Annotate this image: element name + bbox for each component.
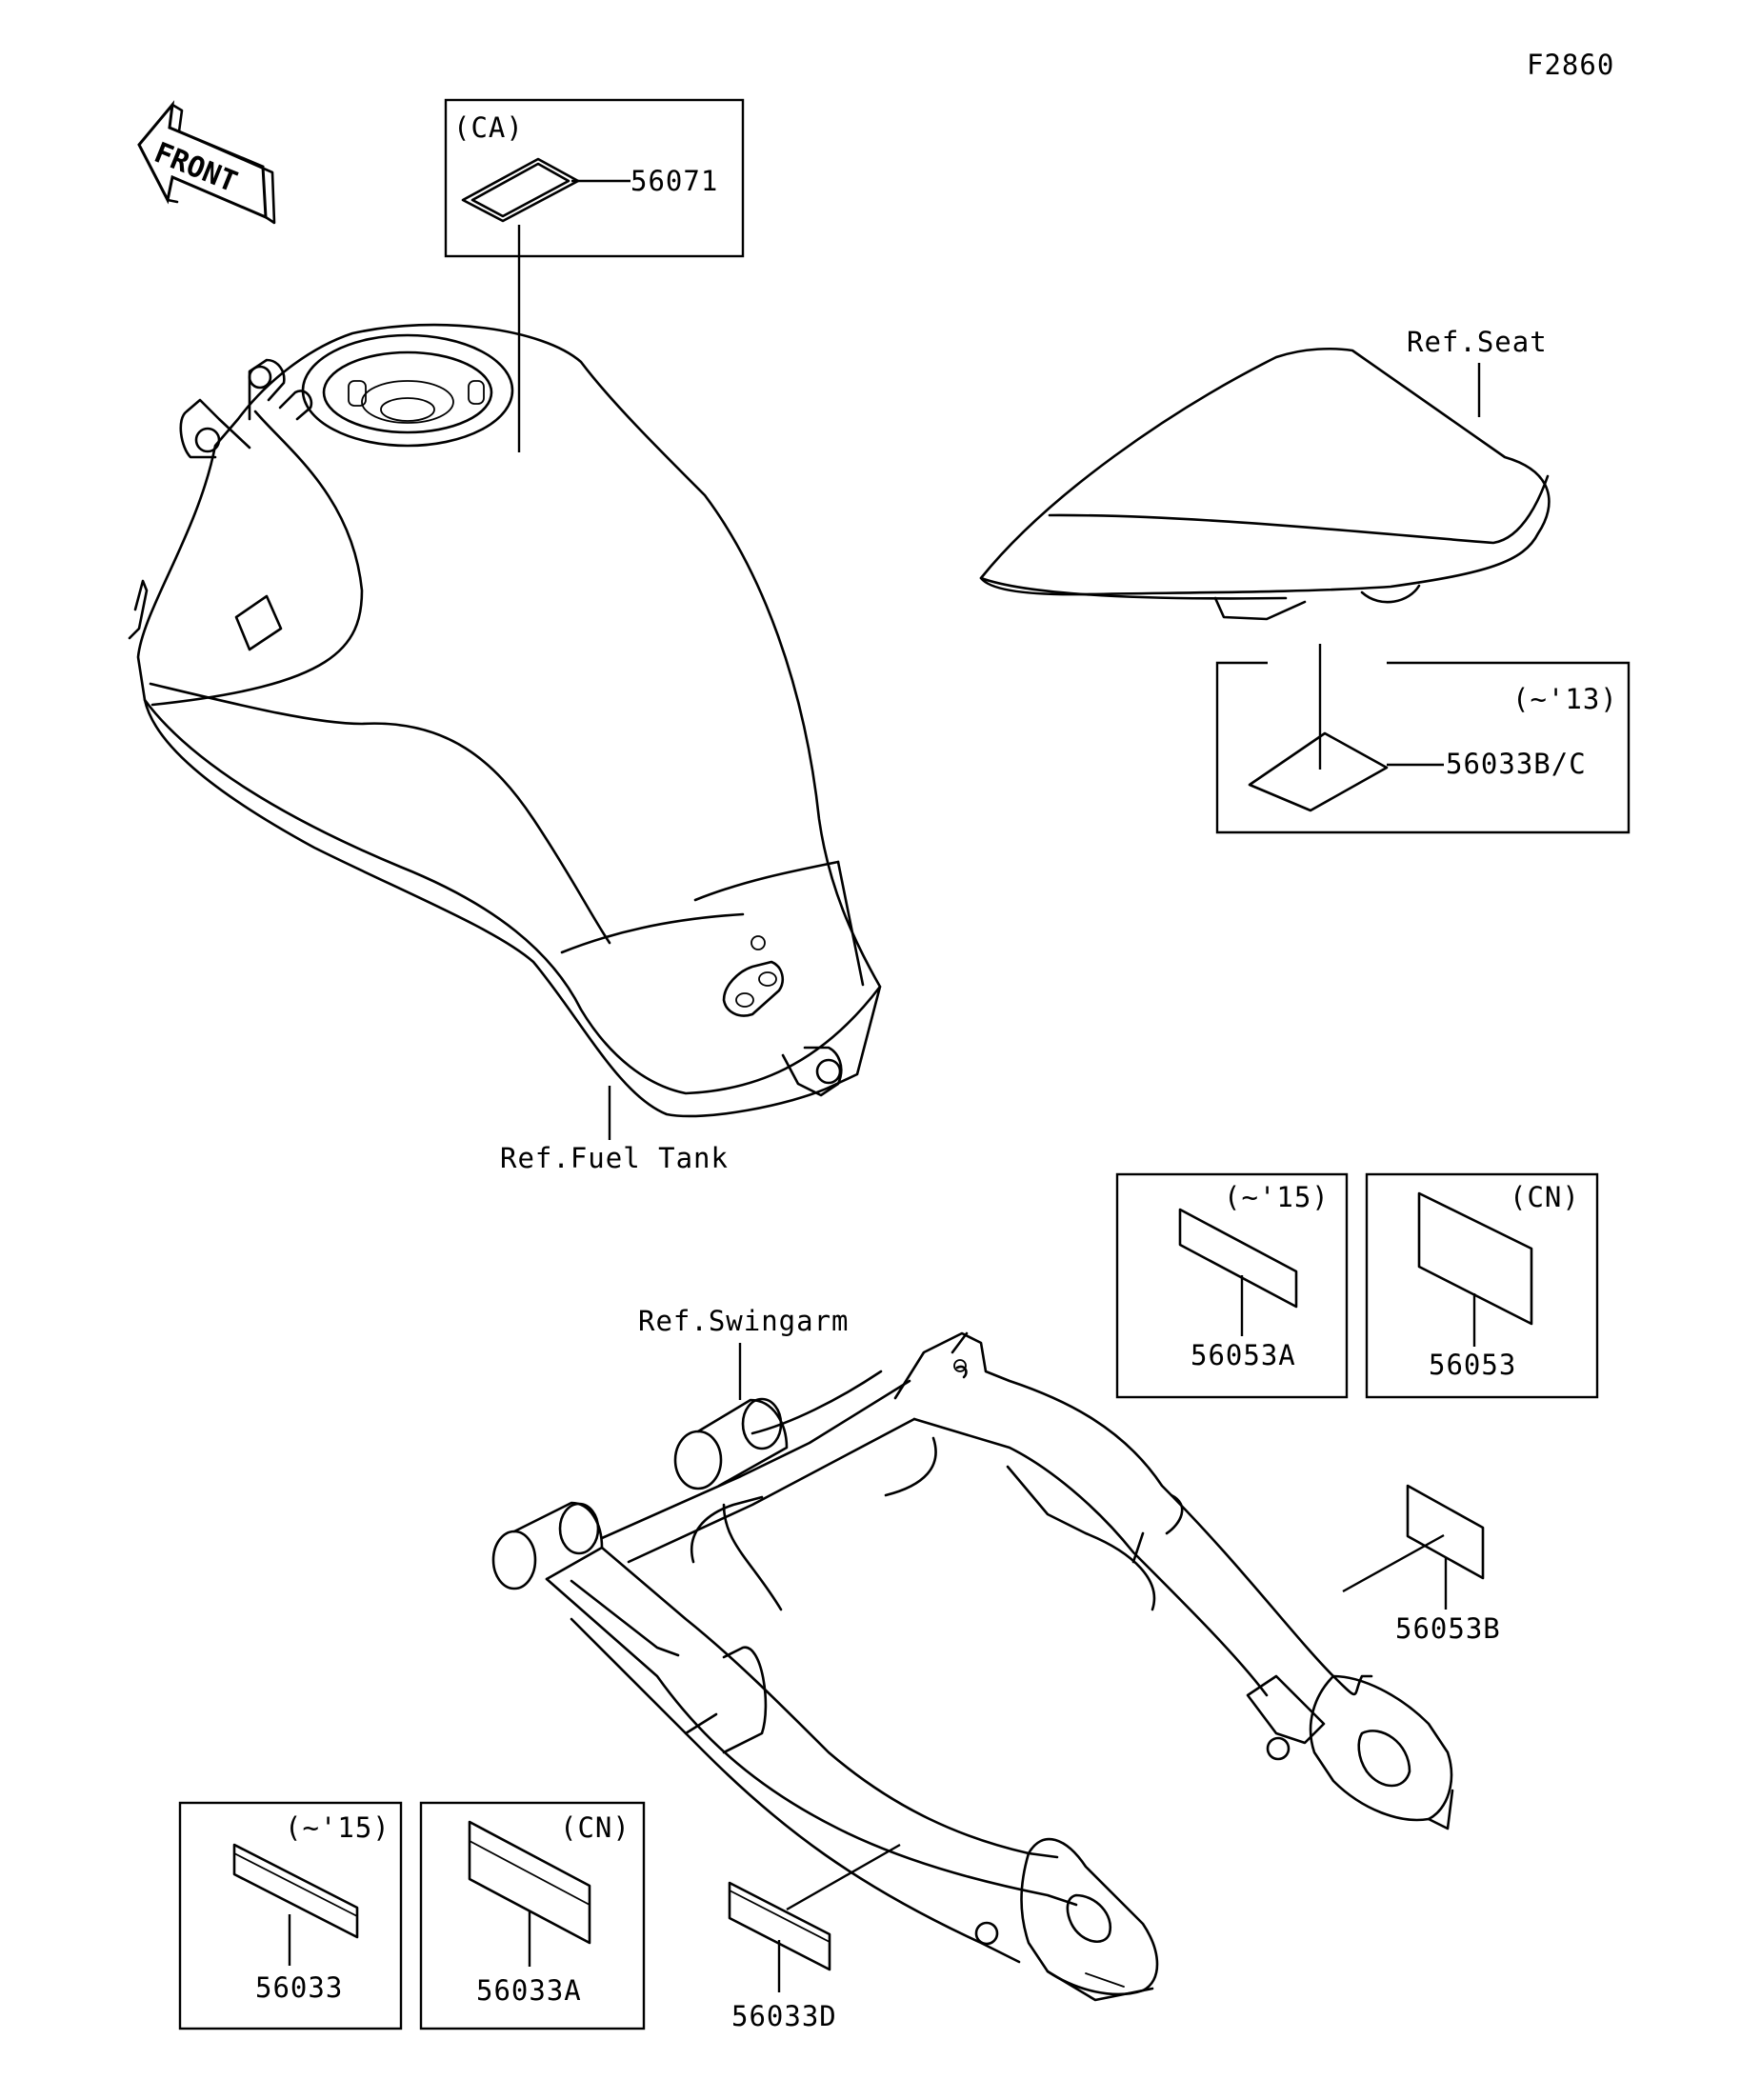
swingarm-illustration bbox=[491, 1331, 1454, 2002]
label-decal-56053b bbox=[1406, 1484, 1485, 1580]
part-box-56071: (CA) 56071 bbox=[444, 98, 745, 258]
part-56053-variant: (CN) bbox=[1510, 1181, 1580, 1213]
part-box-56033bc: (~'13) 56033B/C bbox=[1215, 644, 1631, 834]
part-56033bc-variant: (~'13) bbox=[1512, 683, 1618, 715]
part-56053b: 56053B bbox=[1342, 1484, 1501, 1645]
part-56033d: 56033D bbox=[728, 1843, 901, 2032]
seat-illustration bbox=[979, 347, 1551, 621]
label-decal-56033bc bbox=[1248, 731, 1389, 812]
figure-code: F2860 bbox=[1527, 49, 1614, 81]
part-56033-variant: (~'15) bbox=[285, 1811, 390, 1844]
part-56071-number: 56071 bbox=[630, 165, 718, 197]
part-56033a-variant: (CN) bbox=[560, 1811, 630, 1844]
fuel-tank-ref-label: Ref.Fuel Tank bbox=[500, 1142, 729, 1174]
label-decal-56033 bbox=[232, 1843, 359, 1939]
part-56033a-number: 56033A bbox=[476, 1974, 582, 2007]
part-56033-number: 56033 bbox=[255, 1971, 343, 2004]
part-56033d-number: 56033D bbox=[731, 2000, 837, 2032]
part-56071-variant: (CA) bbox=[453, 111, 524, 144]
part-56033bc-number: 56033B/C bbox=[1446, 748, 1587, 780]
part-56053a-number: 56053A bbox=[1191, 1339, 1296, 1371]
fuel-tank-illustration bbox=[128, 323, 882, 1118]
part-box-56033: (~'15) 56033 bbox=[178, 1801, 403, 2030]
part-box-56033a: (CN) 56033A bbox=[419, 1801, 646, 2030]
part-56053-number: 56053 bbox=[1429, 1349, 1516, 1381]
label-decal-56033d bbox=[728, 1881, 831, 1971]
label-decal-56033a bbox=[468, 1820, 591, 1945]
seat-ref-label: Ref.Seat bbox=[1407, 326, 1548, 358]
part-56053a-variant: (~'15) bbox=[1224, 1181, 1330, 1213]
part-box-56053: (CN) 56053 bbox=[1365, 1172, 1599, 1399]
label-decal-56053 bbox=[1417, 1191, 1533, 1326]
label-decal-56053a bbox=[1178, 1208, 1298, 1309]
part-56053b-number: 56053B bbox=[1395, 1612, 1501, 1645]
front-direction-arrow-icon: FRONT bbox=[137, 100, 276, 225]
swingarm-ref-label: Ref.Swingarm bbox=[638, 1305, 850, 1337]
label-decal-56071 bbox=[461, 157, 580, 223]
part-box-56053a: (~'15) 56053A bbox=[1115, 1172, 1349, 1399]
